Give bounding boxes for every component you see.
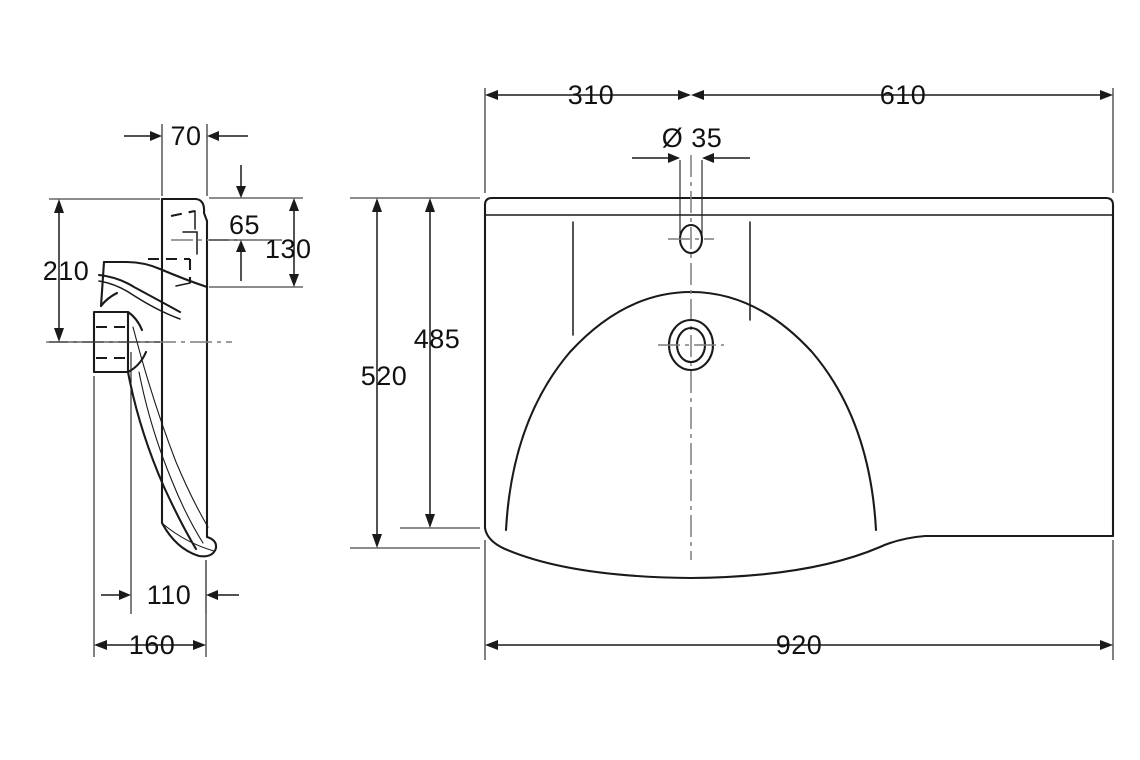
dimension-485-label: 485 xyxy=(414,324,461,354)
dimension-70-label: 70 xyxy=(170,121,201,151)
dimension-210: 210 xyxy=(43,198,160,343)
dimension-210-label: 210 xyxy=(43,256,90,286)
dimension-920: 920 xyxy=(484,540,1114,660)
dimension-160: 160 xyxy=(93,376,207,660)
dimension-65-label: 65 xyxy=(229,210,260,240)
dimension-160-label: 160 xyxy=(129,630,176,660)
front-shelf-tick-marks xyxy=(572,221,751,336)
dimension-485: 485 xyxy=(400,197,480,529)
dimension-diameter-35-label: Ø 35 xyxy=(662,123,723,153)
drain-outlet xyxy=(658,318,724,372)
dimension-70: 70 xyxy=(124,121,248,196)
dimension-310-label: 310 xyxy=(568,80,615,110)
dimension-130: 130 xyxy=(209,197,312,288)
side-outflow-curve xyxy=(126,370,204,551)
dimension-130-label: 130 xyxy=(265,234,312,264)
side-bowl-rim-profile xyxy=(97,260,209,320)
dimension-110-label: 110 xyxy=(147,580,192,610)
dimension-520-label: 520 xyxy=(361,361,408,391)
dimension-110: 110 xyxy=(101,352,239,614)
front-plan-view: 310 610 Ø 35 485 xyxy=(350,80,1115,660)
dimension-920-label: 920 xyxy=(776,630,823,660)
front-basin-outline xyxy=(483,196,1115,580)
side-hidden-ledge-detail xyxy=(148,209,198,287)
dimension-diameter-35: Ø 35 xyxy=(632,123,750,236)
dimension-310: 310 xyxy=(484,80,691,193)
side-basin-body xyxy=(132,197,218,558)
tap-hole xyxy=(668,223,714,255)
side-elevation-view: 70 210 65 130 xyxy=(43,121,312,660)
dimension-520: 520 xyxy=(350,197,480,549)
dimension-610-label: 610 xyxy=(880,80,927,110)
dimension-610: 610 xyxy=(691,80,1114,193)
